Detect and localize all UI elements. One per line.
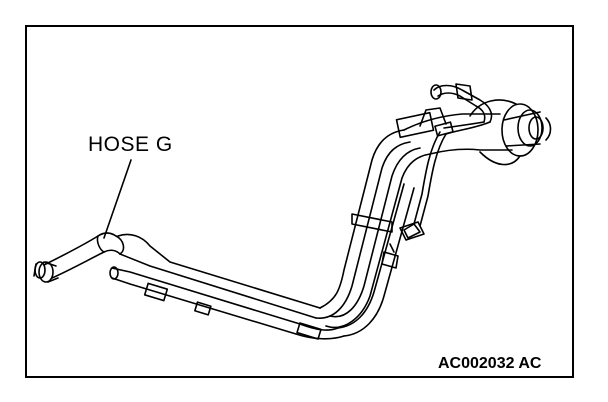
hose-g — [33, 232, 125, 283]
hose-g-label: HOSE G — [88, 133, 173, 156]
mounting-bracket — [351, 213, 425, 269]
callout-leader-line — [103, 159, 132, 239]
filler-neck — [395, 99, 552, 166]
figure-code-label: AC002032 AC — [438, 355, 542, 372]
figure-frame — [25, 25, 574, 378]
vent-tube — [403, 83, 493, 239]
breather-pipe — [109, 183, 415, 340]
